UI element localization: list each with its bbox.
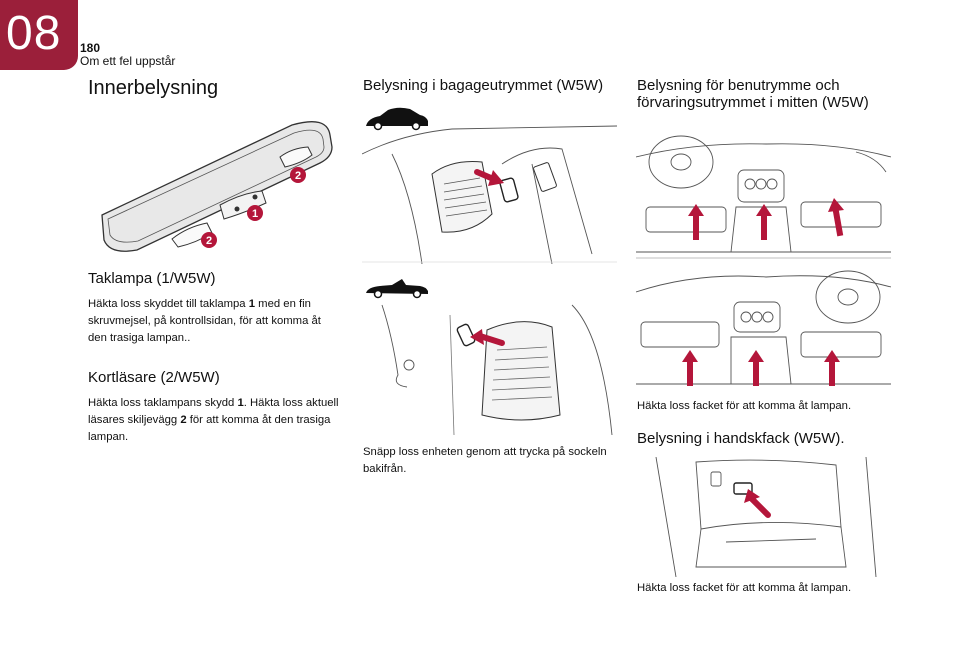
page-number: 180 <box>80 41 101 55</box>
svg-text:2: 2 <box>206 235 212 247</box>
taklampa-text: Häkta loss skyddet till taklampa 1 med e… <box>88 298 321 344</box>
callout-1-icon: 1 <box>247 205 263 221</box>
section-name: Om ett fel uppstår <box>80 54 176 68</box>
callout-2-top-icon: 2 <box>290 167 306 183</box>
kortlasare-text: Häkta loss taklampans skydd 1. Häkta los… <box>88 397 339 443</box>
taklampa-heading: Taklampa (1/W5W) <box>88 270 216 287</box>
kortlasare-heading: Kortläsare (2/W5W) <box>88 369 220 386</box>
chapter-number: 08 <box>6 7 62 60</box>
benutrymme-text: Häkta loss facket för att komma åt lampa… <box>637 400 852 412</box>
chapter-tab: 08 <box>0 0 78 70</box>
callout-2-bottom-icon: 2 <box>201 232 217 248</box>
page-title: Innerbelysning <box>88 77 219 99</box>
convertible-trunk-illustration <box>362 275 617 435</box>
trunk-light-illustration <box>362 104 617 264</box>
handskfack-text: Häkta loss facket för att komma åt lampa… <box>637 582 852 594</box>
bagage-heading: Belysning i bagageutrymmet (W5W) <box>363 77 604 94</box>
sedan-car-icon <box>366 107 428 131</box>
svg-text:2: 2 <box>295 170 301 182</box>
glovebox-light-illustration <box>636 457 891 577</box>
ceiling-lamp-illustration: 2 1 2 <box>92 115 337 255</box>
convertible-car-icon <box>366 279 428 299</box>
svg-text:1: 1 <box>252 208 258 220</box>
bagage-text: Snäpp loss enheten genom att trycka på s… <box>363 446 607 475</box>
footwell-lights-illustration <box>636 122 891 392</box>
handskfack-heading: Belysning i handskfack (W5W). <box>637 430 845 447</box>
